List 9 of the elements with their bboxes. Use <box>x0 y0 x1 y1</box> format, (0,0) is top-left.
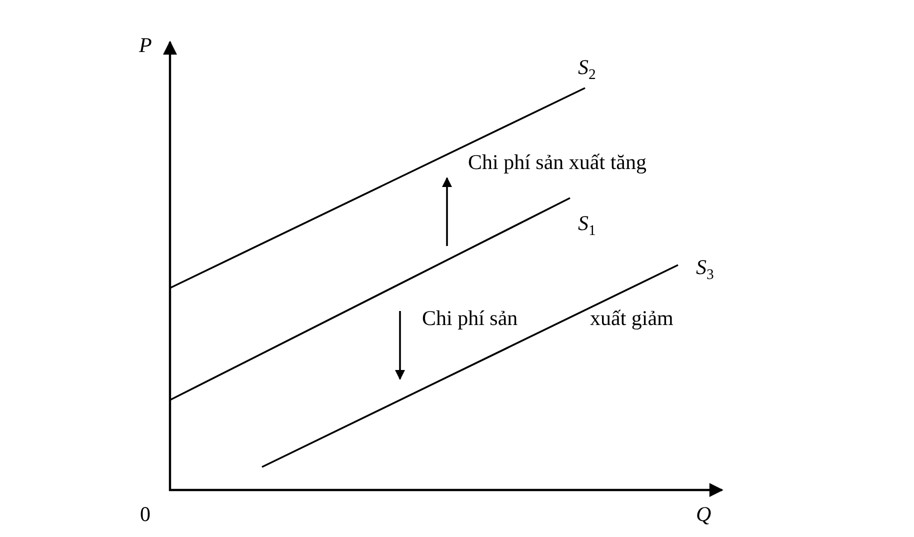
axis-label: Q <box>696 503 712 526</box>
shift-label: Chi phí sản xuất tăng <box>468 151 646 174</box>
curve-label: S$_{1}$ <box>578 212 596 240</box>
curve-label: S$_{2}$ <box>578 56 596 84</box>
shift-label: Chi phí sản <box>422 307 518 330</box>
shift-label: xuất giảm <box>590 307 674 330</box>
curve-label: S$_{3}$ <box>696 256 714 284</box>
origin-label: 0 <box>140 503 150 526</box>
axis-label: P <box>139 34 152 58</box>
